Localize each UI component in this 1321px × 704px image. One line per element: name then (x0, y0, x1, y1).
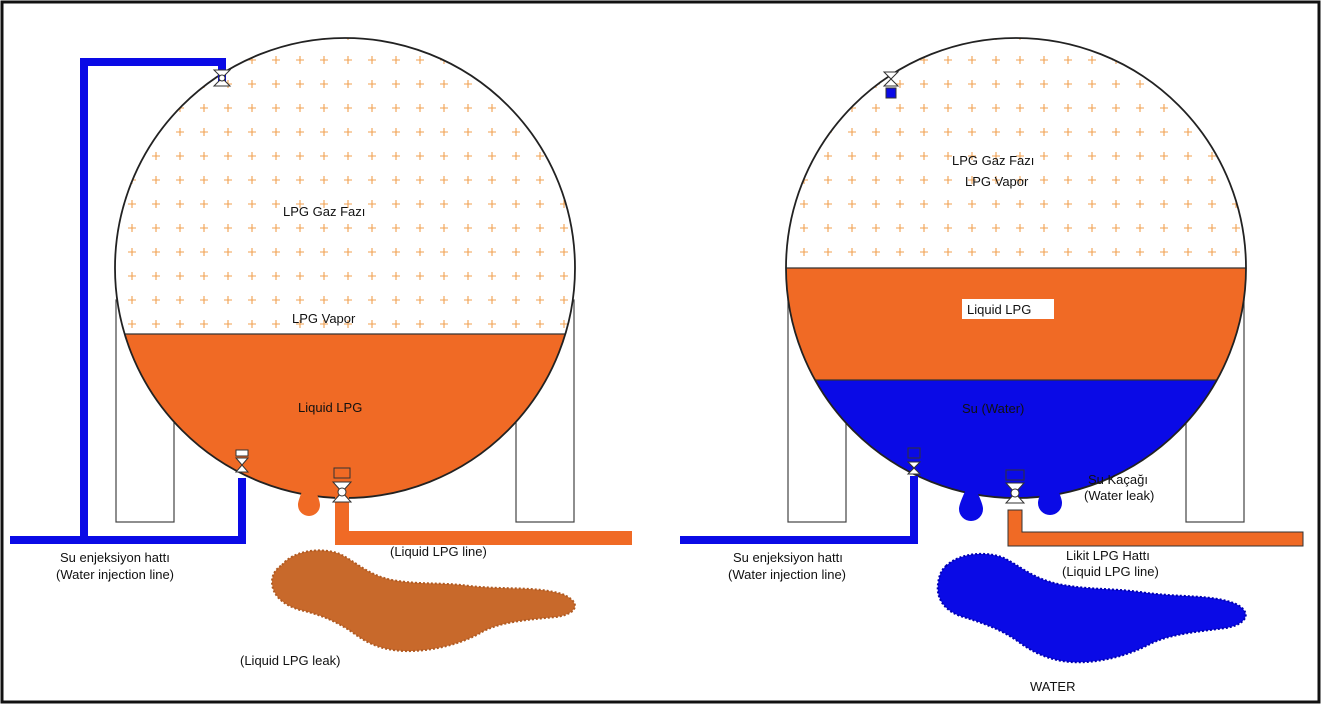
left-lpg-valve-icon (331, 481, 353, 503)
left-water-line-label-en: (Water injection line) (56, 567, 174, 582)
right-water-injection-pipe (680, 476, 918, 544)
right-lpg-line-label-tr: Likit LPG Hattı (1066, 548, 1150, 563)
left-top-valve-icon (212, 69, 232, 87)
right-liquid-label: Liquid LPG (967, 302, 1031, 317)
right-water-drip-right (1038, 472, 1062, 515)
left-water-injection-pipe (10, 58, 246, 544)
right-puddle-label: WATER (1030, 679, 1076, 694)
left-leak-label: (Liquid LPG leak) (240, 653, 340, 668)
left-lpg-line-label: (Liquid LPG line) (390, 544, 487, 559)
left-lpg-nozzle (333, 467, 351, 479)
right-water-line-label-en: (Water injection line) (728, 567, 846, 582)
right-water-line-label-tr: Su enjeksiyon hattı (733, 550, 843, 565)
left-vapor-pattern (115, 38, 575, 334)
right-vapor-label-tr: LPG Gaz Fazı (952, 153, 1034, 168)
right-water-drip-left (959, 478, 983, 521)
right-liquid-label-box (962, 299, 1054, 319)
right-liquid-lpg-pipe (1007, 509, 1304, 547)
left-vapor-label-en: LPG Vapor (292, 311, 356, 326)
right-water-valve-icon (906, 447, 922, 475)
right-water-label: Su (Water) (962, 401, 1024, 416)
left-tank-group: LPG Gaz Fazı LPG Vapor Liquid LPG Su enj… (10, 37, 632, 668)
left-lpg-leak-puddle (270, 549, 576, 653)
right-lpg-nozzle (1005, 469, 1025, 481)
right-lpg-valve-icon (1004, 482, 1026, 504)
right-top-valve-icon (882, 71, 900, 99)
left-lpg-drip (298, 474, 320, 516)
right-water-leak-label-en: (Water leak) (1084, 488, 1154, 503)
right-liquid-lpg-phase (786, 268, 1246, 380)
left-vapor-label-tr: LPG Gaz Fazı (283, 204, 365, 219)
right-vapor-pattern (786, 38, 1246, 268)
right-tank-group: LPG Gaz Fazı LPG Vapor Liquid LPG Su (Wa… (680, 37, 1304, 694)
left-liquid-label: Liquid LPG (298, 400, 362, 415)
right-water-puddle (936, 552, 1247, 664)
right-vapor-label-en: LPG Vapor (965, 174, 1029, 189)
right-lpg-line-label-en: (Liquid LPG line) (1062, 564, 1159, 579)
right-water-leak-label-tr: Su Kaçağı (1088, 472, 1148, 487)
left-water-line-label-tr: Su enjeksiyon hattı (60, 550, 170, 565)
left-water-valve-icon (234, 449, 250, 473)
